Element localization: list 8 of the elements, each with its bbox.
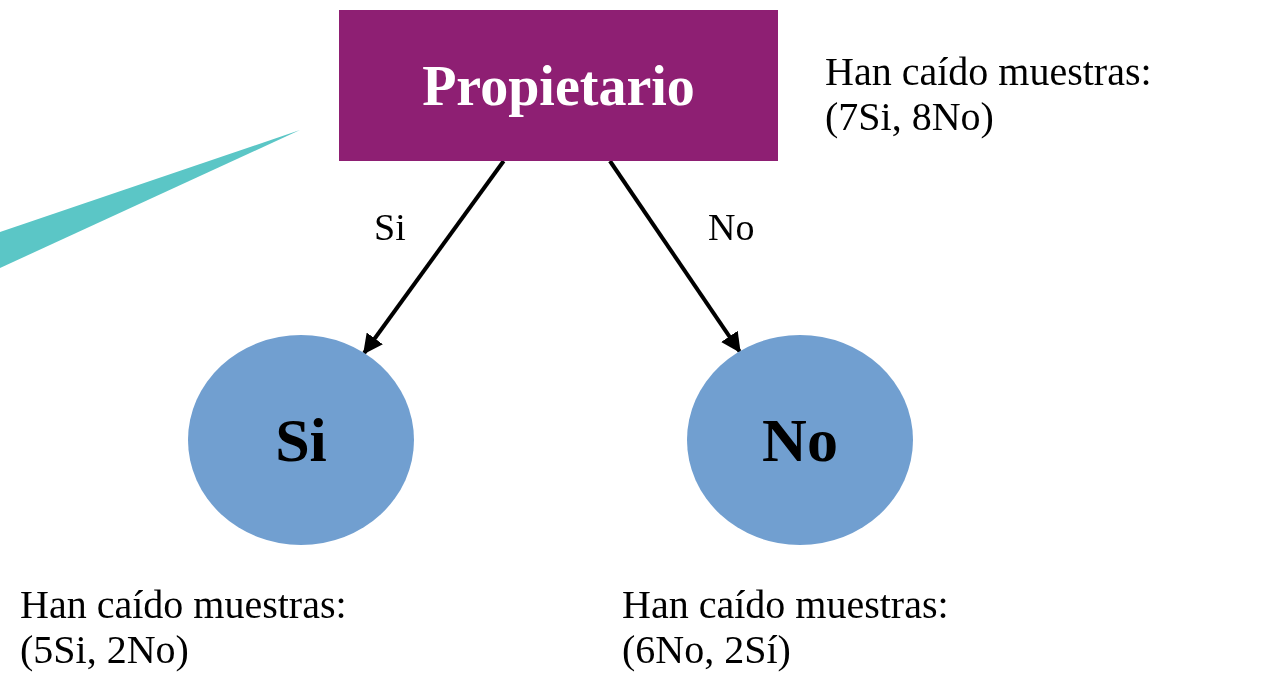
sample-count-note: Han caído muestras: (7Si, 8No): [825, 50, 1153, 140]
sample-count-note: Han caído muestras: (5Si, 2No): [20, 583, 348, 673]
sample-count-note: Han caído muestras: (6No, 2Sí): [622, 583, 950, 673]
arrow: [362, 159, 506, 355]
node-label: No: [762, 409, 838, 471]
arrow: [608, 159, 742, 353]
decision-node-box: [339, 10, 778, 161]
node-label: Si: [275, 409, 327, 471]
